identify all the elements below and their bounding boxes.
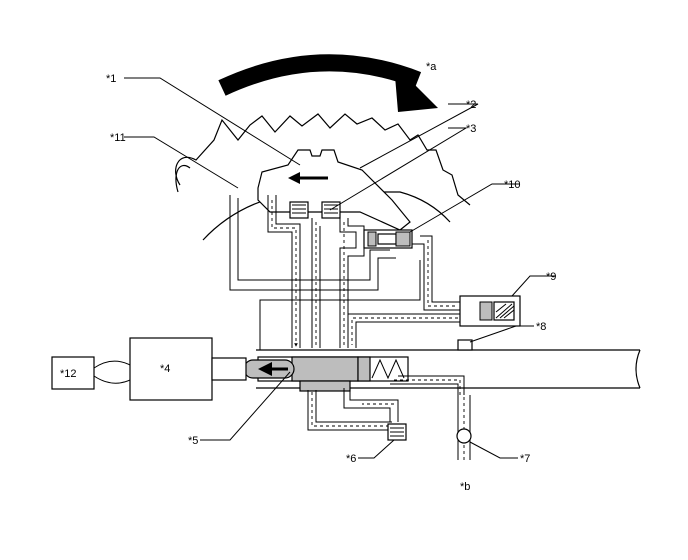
callout-8: *8: [536, 321, 546, 333]
callout-1: *1: [106, 73, 116, 85]
ecm-wires: [93, 360, 131, 384]
timing-sprocket: [175, 113, 471, 206]
lower-passages: [307, 375, 471, 460]
ocv-solenoid: [129, 337, 247, 401]
ocv-spool: [243, 356, 409, 392]
callout-12: *12: [60, 368, 77, 380]
ecm-box: [51, 356, 95, 390]
callout-9: *9: [546, 271, 556, 283]
callout-4: *4: [160, 363, 170, 375]
callout-7: *7: [520, 453, 530, 465]
callout-11: *11: [110, 132, 126, 144]
lock-pin-springs: [289, 201, 341, 219]
oil-strainer: [387, 423, 407, 441]
callout-2: *2: [466, 99, 476, 111]
relief-valve: [459, 295, 521, 327]
check-valve: [363, 229, 413, 249]
callout-10: *10: [504, 179, 521, 191]
callout-6: *6: [346, 453, 356, 465]
leader-lines: [124, 77, 556, 459]
callout-a: *a: [426, 61, 437, 73]
callout-3: *3: [466, 123, 476, 135]
oil-passages: [229, 195, 460, 350]
check-ball: [456, 428, 472, 444]
rotation-arrow: [218, 54, 438, 112]
callout-5: *5: [188, 435, 198, 447]
callout-b: *b: [460, 481, 470, 493]
